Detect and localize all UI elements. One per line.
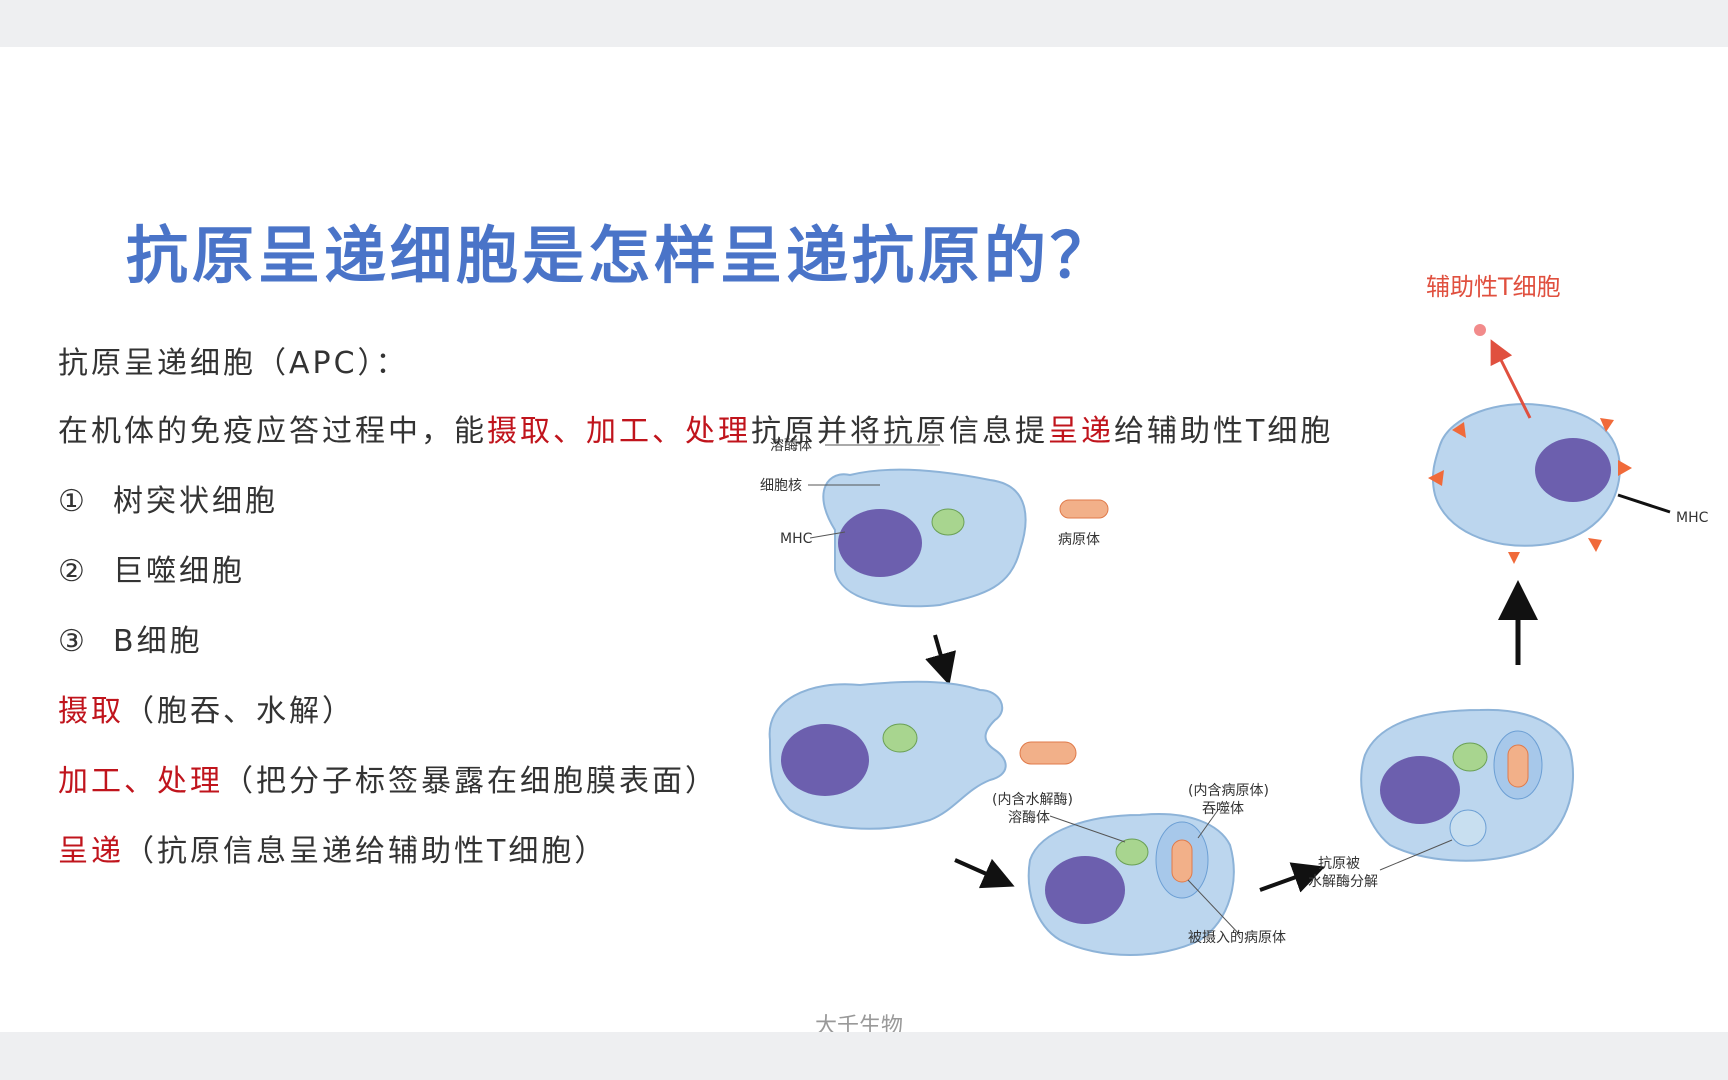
mhc-marker-icon xyxy=(1452,422,1466,438)
apc-cell-resting xyxy=(822,468,1027,608)
label-phagosome: 吞噬体 xyxy=(1202,801,1244,817)
apc-cell-phagosome xyxy=(1027,813,1235,956)
nucleus-icon xyxy=(1045,856,1125,924)
list-number: ② xyxy=(58,554,88,589)
definition-part-3: 给辅助性T细胞 xyxy=(1114,414,1334,449)
lysosome-icon xyxy=(931,508,965,536)
list-item-macrophage: ② 巨噬细胞 xyxy=(58,546,245,590)
step-uptake: 摄取（胞吞、水解） xyxy=(58,686,355,730)
apc-cell-engulfing xyxy=(768,680,1007,830)
list-item-dendritic: ① 树突状细胞 xyxy=(58,476,278,520)
label-lysosome-2: 溶酶体 xyxy=(1008,810,1050,826)
label-mhc-right: MHC xyxy=(1676,510,1709,526)
arrow-to-helper-t xyxy=(1490,339,1532,419)
helper-t-dot-icon xyxy=(1474,324,1486,336)
mhc-marker-icon xyxy=(1588,538,1602,552)
slide-title: 抗原呈递细胞是怎样呈递抗原的？ xyxy=(126,219,1117,292)
step-detail: （把分子标签暴露在细胞膜表面） xyxy=(223,764,718,799)
label-lysosome: 溶酶体 xyxy=(770,438,812,454)
definition-highlight-1: 摄取、加工、处理 xyxy=(487,414,751,449)
step-detail: （抗原信息呈递给辅助性T细胞） xyxy=(124,834,608,869)
list-text: 巨噬细胞 xyxy=(112,554,245,589)
label-mhc: MHC xyxy=(780,531,813,547)
lysosome-icon xyxy=(1115,838,1149,866)
ingested-pathogen-icon xyxy=(1507,744,1529,788)
step-label: 呈递 xyxy=(58,834,124,869)
lysosome-icon xyxy=(1452,742,1488,772)
label-phagosome-note: (内含病原体) xyxy=(1188,783,1269,799)
pathogen-icon xyxy=(1059,499,1109,519)
digestion-vesicle-icon xyxy=(1449,809,1487,847)
definition-highlight-2: 呈递 xyxy=(1048,414,1114,449)
apc-cell-presenting xyxy=(1428,403,1632,564)
mhc-marker-icon xyxy=(1618,460,1632,476)
lysosome-icon xyxy=(882,723,918,753)
arrow-step-1 xyxy=(925,634,956,686)
list-text: 树突状细胞 xyxy=(112,484,278,519)
arrow-step-2 xyxy=(954,858,1015,889)
step-processing: 加工、处理（把分子标签暴露在细胞膜表面） xyxy=(58,756,718,800)
definition-part-2: 抗原并将抗原信息提 xyxy=(751,414,1048,449)
arrow-step-3 xyxy=(1259,862,1326,893)
mhc-marker-icon xyxy=(1508,552,1520,564)
label-ingested-pathogen: 被摄入的病原体 xyxy=(1188,930,1286,946)
mhc-marker-icon xyxy=(1600,418,1614,432)
bottom-bar xyxy=(0,1032,1728,1080)
step-detail: （胞吞、水解） xyxy=(124,694,355,729)
list-text: B细胞 xyxy=(112,624,203,659)
mhc-marker-icon xyxy=(1428,470,1444,486)
step-label: 摄取 xyxy=(58,694,124,729)
label-nucleus: 细胞核 xyxy=(760,478,802,494)
antigen-presentation-diagram: 溶酶体 细胞核 MHC 病原体 (内含水解酶) 溶酶体 (内含病原体) 吞噬体 … xyxy=(760,273,1709,956)
list-number: ③ xyxy=(58,624,88,659)
nucleus-icon xyxy=(1380,756,1460,824)
step-presentation: 呈递（抗原信息呈递给辅助性T细胞） xyxy=(58,826,607,870)
nucleus-icon xyxy=(1535,438,1611,502)
apc-heading: 抗原呈递细胞（APC）： xyxy=(58,346,409,381)
nucleus-icon xyxy=(781,724,869,796)
label-helper-t-cell: 辅助性T细胞 xyxy=(1426,273,1561,301)
label-lysosome-note: (内含水解酶) xyxy=(992,792,1073,808)
definition-text: 在机体的免疫应答过程中，能摄取、加工、处理抗原并将抗原信息提呈递给辅助性T细胞 xyxy=(58,406,1333,450)
step-label: 加工、处理 xyxy=(58,764,223,799)
nucleus-icon xyxy=(838,509,922,577)
pathogen-icon xyxy=(1019,741,1077,765)
definition-part-1: 在机体的免疫应答过程中，能 xyxy=(58,414,487,449)
label-antigen-line-2: 水解酶分解 xyxy=(1308,874,1378,890)
mhc-pointer xyxy=(1617,493,1671,514)
apc-cell-degrading xyxy=(1360,708,1574,862)
ingested-pathogen-icon xyxy=(1171,839,1193,883)
list-item-b-cell: ③ B细胞 xyxy=(58,616,203,660)
label-pathogen: 病原体 xyxy=(1058,532,1100,548)
label-antigen-line-1: 抗原被 xyxy=(1318,856,1360,872)
list-number: ① xyxy=(58,484,88,519)
top-bar xyxy=(0,0,1728,47)
